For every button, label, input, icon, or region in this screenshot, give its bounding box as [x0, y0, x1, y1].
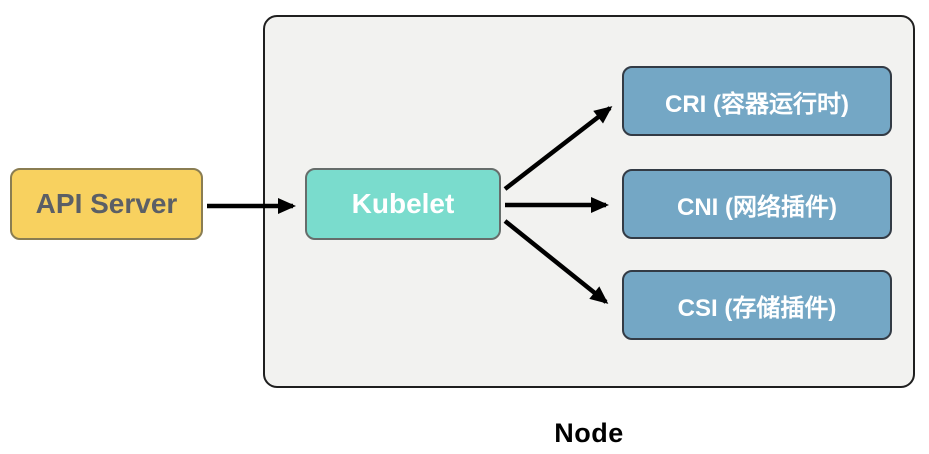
csi-node: CSI (存储插件) [622, 270, 892, 340]
cri-label: CRI (容器运行时) [665, 90, 849, 118]
cni-label: CNI (网络插件) [677, 193, 837, 221]
kubelet-node: Kubelet [305, 168, 501, 240]
api-server-label: API Server [35, 188, 178, 219]
cni-node: CNI (网络插件) [622, 169, 892, 239]
cri-node: CRI (容器运行时) [622, 66, 892, 136]
api-server-node: API Server [10, 168, 203, 240]
csi-label: CSI (存储插件) [677, 294, 837, 322]
node-caption: Node [554, 418, 624, 448]
kubelet-label: Kubelet [351, 188, 455, 219]
